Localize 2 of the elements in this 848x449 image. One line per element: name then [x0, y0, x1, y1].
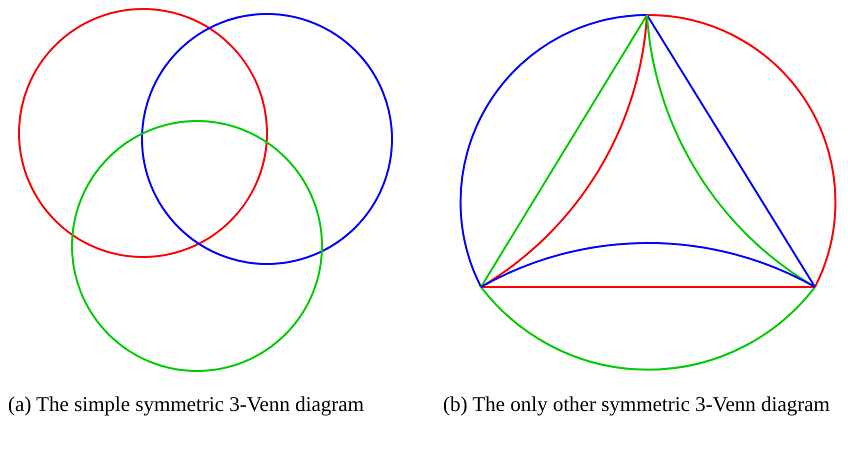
caption: (b) The only other symmetric 3-Venn diagram [443, 391, 831, 417]
caption: (a) The simple symmetric 3-Venn diagram [8, 391, 365, 417]
